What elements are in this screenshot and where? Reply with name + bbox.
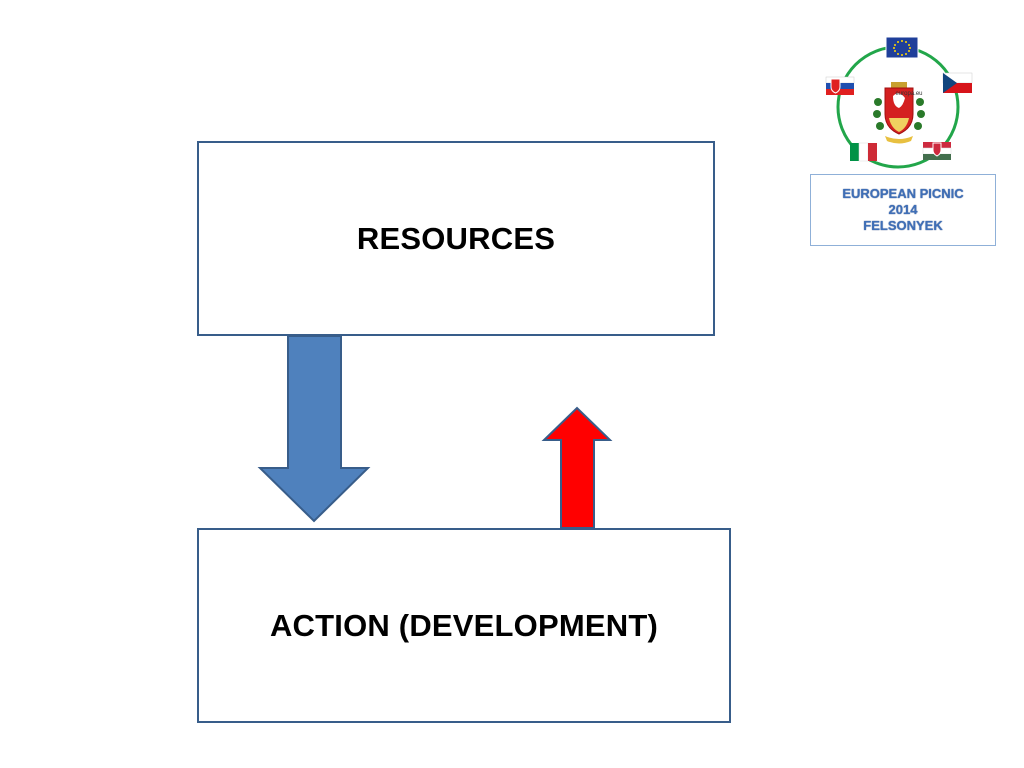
- hungary-flag-icon: [922, 142, 952, 160]
- logo-line-title: EUROPEAN PICNIC: [842, 186, 964, 201]
- logo-line-place: FELSONYEK: [863, 218, 943, 233]
- coat-of-arms-icon: [873, 82, 925, 144]
- up-arrow: [541, 406, 613, 529]
- logo-emblem: [825, 36, 973, 169]
- action-label: ACTION (DEVELOPMENT): [269, 607, 659, 643]
- resources-box: RESOURCES: [197, 141, 715, 336]
- slovakia-flag-icon: [825, 76, 855, 95]
- czech-flag-icon: [942, 72, 973, 93]
- action-box: ACTION (DEVELOPMENT): [197, 528, 731, 723]
- european-picnic-logo: europa.eu EUROPEAN PICNIC 2014 FELSONYEK: [805, 32, 1001, 252]
- logo-text-box: EUROPEAN PICNIC 2014 FELSONYEK: [810, 174, 996, 246]
- eu-flag-icon: [885, 36, 919, 59]
- resources-label: RESOURCES: [356, 220, 556, 256]
- eu-caption: europa.eu: [895, 91, 923, 97]
- logo-line-year: 2014: [888, 202, 918, 217]
- italy-flag-icon: [850, 142, 877, 162]
- down-arrow: [257, 335, 371, 523]
